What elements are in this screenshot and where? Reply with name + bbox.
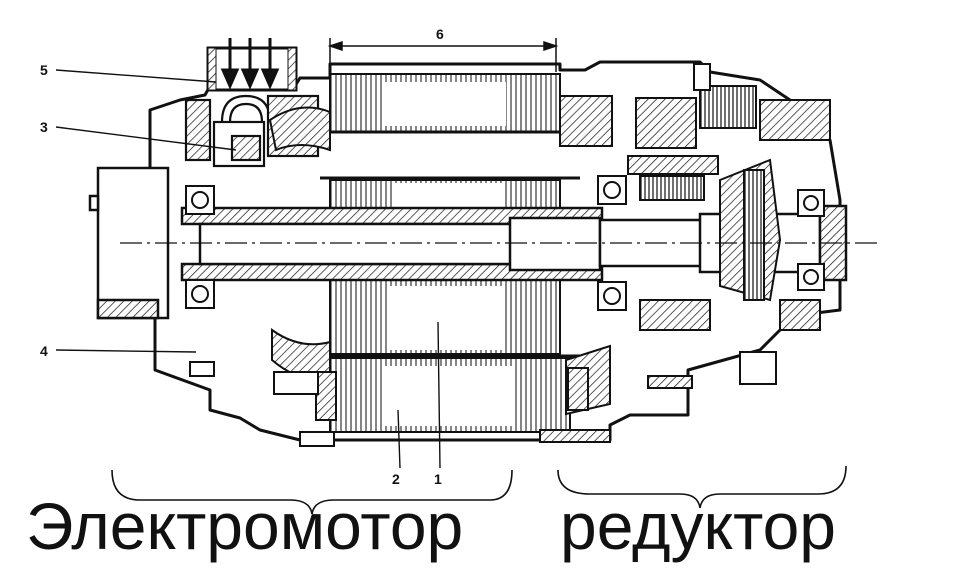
- gearbox-internals: [627, 63, 831, 389]
- fasteners: [189, 361, 611, 447]
- leader-lines: [55, 69, 441, 469]
- motor-caption: Электромотор: [26, 489, 464, 563]
- callout-4: 4: [40, 343, 48, 359]
- callout-3: 3: [40, 119, 48, 135]
- callout-5: 5: [40, 62, 48, 78]
- gearbox-brace: [557, 465, 847, 509]
- stator-core: [329, 73, 571, 433]
- inlet-port: [206, 38, 298, 92]
- gearbox-caption: редуктор: [560, 489, 836, 563]
- dimension-line-6: [327, 38, 559, 72]
- end-windings: [268, 95, 613, 421]
- callout-6: 6: [436, 26, 444, 42]
- bearings: [185, 175, 825, 311]
- air-gap: [320, 130, 580, 358]
- motor-brace: [111, 469, 513, 515]
- callout-1: 1: [434, 471, 442, 487]
- callout-2: 2: [392, 471, 400, 487]
- main-shaft: [180, 204, 848, 282]
- rotor-core: [329, 179, 561, 355]
